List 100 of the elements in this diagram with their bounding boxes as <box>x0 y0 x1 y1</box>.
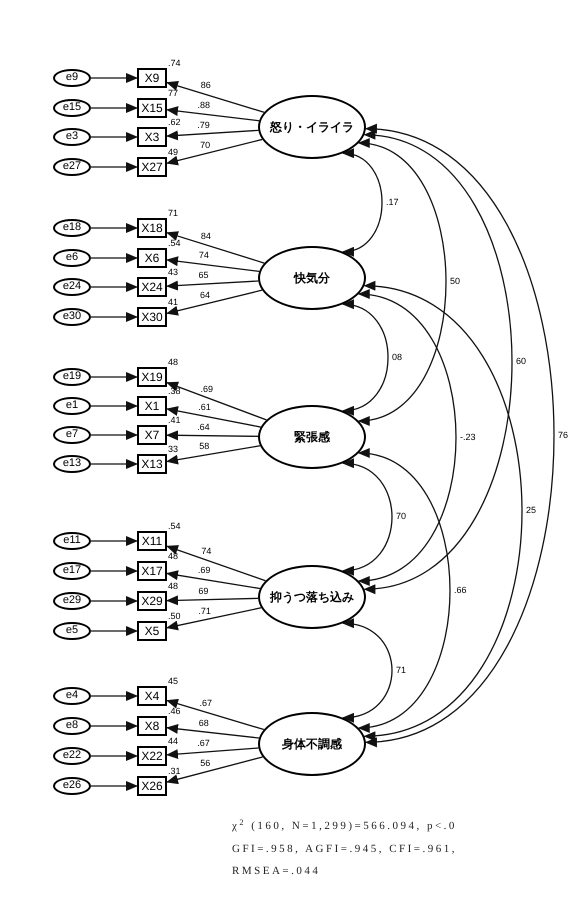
correlation-arrow <box>342 150 383 255</box>
error-ellipse <box>53 278 91 296</box>
indicator-box <box>137 157 167 177</box>
edge-label: 76 <box>557 430 570 440</box>
node-label: 快気分 <box>294 270 330 286</box>
arrow <box>91 253 138 263</box>
node-label: X29 <box>141 594 163 608</box>
arrow <box>91 626 138 636</box>
edge-label: 50 <box>449 277 462 286</box>
error-ellipse <box>53 592 91 610</box>
edge-label: -.23 <box>459 432 477 442</box>
fit-statistics-text: χ$^{2}$ (160, N=1,299)=566.094, p<.0 <box>232 818 458 834</box>
arrow <box>91 312 138 322</box>
value-label: 41 <box>168 298 178 307</box>
edge-label: 69 <box>197 586 210 596</box>
edge-label: .61 <box>197 403 212 412</box>
arrow <box>166 756 263 784</box>
error-ellipse <box>53 397 91 415</box>
arrow <box>166 445 260 465</box>
edge-label: 25 <box>525 506 538 515</box>
edge-label: 64 <box>199 291 212 300</box>
arrow <box>166 106 260 122</box>
node-label: e4 <box>66 689 78 703</box>
node-label: X9 <box>144 70 160 86</box>
indicator-box <box>137 776 167 796</box>
edge-label: 74 <box>200 547 212 556</box>
arrow <box>91 751 138 761</box>
edge-label: .88 <box>196 101 212 110</box>
node-label: e18 <box>62 221 82 235</box>
correlation-arrow <box>363 282 522 740</box>
node-label: e3 <box>66 130 78 144</box>
edge-label: .71 <box>197 606 212 616</box>
indicator-box <box>137 396 167 416</box>
edge-label: 08 <box>391 352 404 362</box>
indicator-box <box>137 218 167 238</box>
factor-ellipse <box>258 565 366 629</box>
correlation-arrow <box>342 620 393 722</box>
error-ellipse <box>53 717 91 735</box>
node-label: X13 <box>141 456 163 472</box>
arrow <box>166 595 258 606</box>
value-label: .38 <box>168 387 181 396</box>
node-label: e27 <box>62 160 82 174</box>
arrow <box>166 280 258 291</box>
node-label: X19 <box>141 370 163 384</box>
arrow <box>91 459 138 469</box>
fit-statistics-text: GFI=.958, AGFI=.945, CFI=.961, <box>232 842 458 856</box>
error-ellipse <box>53 622 91 640</box>
node-label: X1 <box>144 398 160 414</box>
edge-label: .66 <box>453 586 468 594</box>
arrow <box>91 73 138 83</box>
value-label: .62 <box>168 118 181 127</box>
indicator-box <box>137 531 167 551</box>
arrow <box>91 781 138 791</box>
correlation-arrow <box>364 126 554 745</box>
value-label: 43 <box>168 268 178 277</box>
edge-label: 68 <box>198 718 210 728</box>
arrow <box>91 103 138 113</box>
node-label: X5 <box>144 624 160 638</box>
arrow <box>91 691 138 701</box>
indicator-box <box>137 716 167 736</box>
value-label: 71 <box>168 209 178 218</box>
value-label: 45 <box>168 677 178 686</box>
indicator-box <box>137 367 167 387</box>
node-label: 身体不調感 <box>282 736 342 752</box>
node-label: X7 <box>144 428 160 442</box>
edge-label: 58 <box>198 442 210 452</box>
node-label: e19 <box>62 370 82 384</box>
arrow <box>166 406 261 428</box>
node-label: X4 <box>144 688 160 704</box>
arrow <box>91 132 138 142</box>
arrow <box>91 536 138 546</box>
node-label: e22 <box>62 749 82 763</box>
arrow <box>166 747 258 760</box>
edge-label: 70 <box>199 140 212 150</box>
value-label: .41 <box>168 416 181 425</box>
arrow <box>166 81 264 113</box>
error-ellipse <box>53 455 91 473</box>
value-label: .50 <box>168 612 181 621</box>
arrow <box>91 162 138 172</box>
correlation-arrow <box>363 132 512 592</box>
node-label: X3 <box>144 130 160 144</box>
error-ellipse <box>53 219 91 237</box>
error-ellipse <box>53 532 91 550</box>
indicator-box <box>137 248 167 268</box>
value-label: .46 <box>168 707 181 716</box>
node-label: X18 <box>141 220 163 236</box>
arrow <box>166 231 264 264</box>
node-label: e7 <box>66 428 78 442</box>
node-label: e29 <box>62 594 82 608</box>
edge-label: .79 <box>196 120 211 130</box>
node-label: e13 <box>62 457 82 471</box>
error-ellipse <box>53 99 91 117</box>
correlation-arrow <box>342 300 389 414</box>
indicator-box <box>137 98 167 118</box>
indicator-box <box>137 307 167 327</box>
node-label: X15 <box>141 100 163 116</box>
arrow <box>91 372 138 382</box>
error-ellipse <box>53 249 91 267</box>
node-label: e5 <box>66 624 78 638</box>
node-label: X22 <box>141 748 163 764</box>
